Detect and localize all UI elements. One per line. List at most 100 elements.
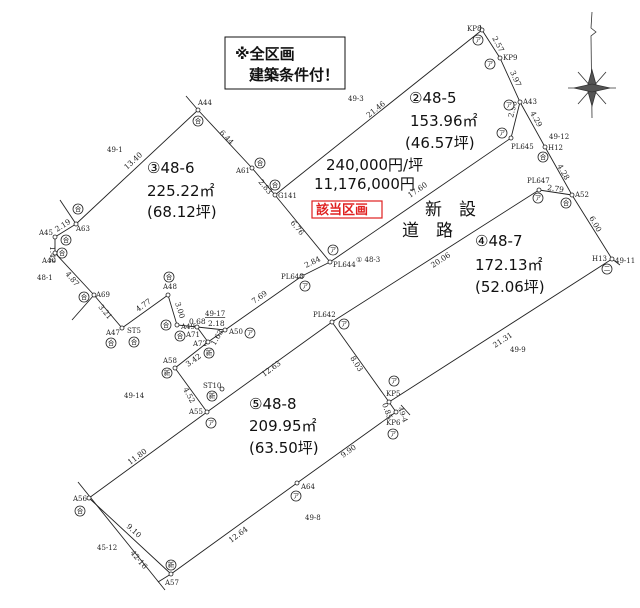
svg-text:45-12: 45-12 (97, 544, 117, 552)
svg-text:A63: A63 (75, 225, 90, 233)
svg-text:A56: A56 (72, 495, 88, 503)
svg-text:49-9: 49-9 (510, 346, 526, 354)
price-per-tsubo: 240,000円/坪 (326, 156, 423, 174)
svg-text:3.00: 3.00 (173, 301, 187, 320)
svg-text:2.19: 2.19 (53, 217, 72, 234)
svg-text:3.42: 3.42 (184, 352, 203, 369)
svg-text:ア: ア (499, 129, 506, 137)
svg-text:ア: ア (391, 377, 398, 385)
svg-text:4.52: 4.52 (181, 386, 197, 405)
svg-text:A47: A47 (105, 329, 120, 337)
svg-text:ア: ア (247, 329, 254, 337)
svg-text:A72: A72 (192, 340, 207, 348)
svg-text:0.68: 0.68 (189, 317, 206, 326)
svg-text:A50: A50 (228, 328, 243, 336)
svg-text:合: 合 (177, 331, 184, 340)
svg-text:49-1: 49-1 (107, 146, 123, 154)
svg-text:12.63: 12.63 (260, 359, 283, 379)
svg-text:4.29: 4.29 (528, 110, 544, 129)
svg-text:A69: A69 (95, 291, 110, 299)
svg-text:合: 合 (63, 235, 70, 244)
svg-text:(68.12坪): (68.12坪) (147, 203, 217, 221)
svg-text:H13: H13 (592, 255, 607, 263)
svg-text:A45: A45 (38, 229, 53, 237)
svg-text:9.10: 9.10 (125, 522, 144, 540)
svg-text:KP6: KP6 (386, 419, 401, 427)
svg-text:新: 新 (168, 560, 175, 569)
svg-text:PL645: PL645 (511, 143, 534, 151)
target-badge-box (311, 200, 383, 219)
svg-text:13.40: 13.40 (122, 150, 144, 171)
svg-text:8.03: 8.03 (348, 354, 365, 373)
svg-text:A71: A71 (185, 331, 200, 339)
svg-text:ア: ア (208, 419, 215, 427)
svg-text:4.28: 4.28 (555, 163, 571, 182)
svg-text:48-1: 48-1 (37, 274, 53, 282)
svg-text:20.06: 20.06 (429, 250, 452, 269)
svg-text:49-8: 49-8 (305, 514, 321, 522)
svg-text:49-3: 49-3 (348, 95, 364, 103)
svg-text:ア: ア (475, 36, 482, 44)
svg-text:合: 合 (195, 116, 202, 125)
svg-text:A64: A64 (300, 483, 316, 491)
svg-text:合: 合 (257, 158, 264, 167)
svg-text:ア: ア (390, 430, 397, 438)
boundary-markers: ア ア ア ア 合 ア 合 二 合 合 合 ア ア 合 合 合 合 合 合 合 … (56, 34, 613, 571)
svg-text:A55: A55 (188, 408, 203, 416)
svg-text:ア: ア (487, 60, 494, 68)
svg-text:0.85: 0.85 (380, 402, 394, 421)
svg-text:4.87: 4.87 (63, 270, 81, 289)
target-badge: 該当区画 (316, 202, 368, 218)
svg-text:H12: H12 (548, 144, 563, 152)
svg-text:KP8: KP8 (467, 25, 481, 33)
svg-text:新: 新 (164, 368, 171, 377)
svg-text:4.77: 4.77 (134, 297, 153, 314)
svg-text:PL644: PL644 (333, 261, 356, 269)
svg-text:(63.50坪): (63.50坪) (249, 439, 319, 457)
svg-text:6.76: 6.76 (288, 219, 306, 238)
svg-text:49-14: 49-14 (124, 392, 145, 400)
svg-text:②48-5: ②48-5 (409, 89, 457, 107)
lot-1-label: ① 48-3 (356, 256, 380, 264)
svg-text:6.44: 6.44 (218, 128, 236, 147)
svg-text:49-11: 49-11 (615, 257, 635, 265)
svg-text:A57: A57 (164, 579, 179, 587)
svg-text:KP5: KP5 (386, 390, 400, 398)
svg-text:二: 二 (604, 265, 611, 273)
svg-text:合: 合 (563, 198, 570, 207)
svg-text:PL642: PL642 (313, 311, 336, 319)
lot-3: ③48-6 225.22㎡ (68.12坪) (147, 159, 217, 221)
svg-text:ア: ア (341, 320, 348, 328)
svg-text:A48: A48 (162, 283, 177, 291)
svg-text:2.79: 2.79 (547, 183, 565, 194)
svg-text:A43: A43 (522, 98, 537, 106)
svg-text:A61: A61 (235, 167, 250, 175)
svg-text:ア: ア (535, 194, 542, 202)
svg-text:合: 合 (75, 204, 82, 213)
svg-text:A46: A46 (41, 257, 57, 265)
svg-text:21.46: 21.46 (365, 99, 388, 120)
svg-text:225.22㎡: 225.22㎡ (147, 182, 215, 200)
lot-5: ⑤48-8 209.95㎡ (63.50坪) (249, 395, 319, 457)
svg-text:7.69: 7.69 (250, 289, 269, 306)
svg-text:合: 合 (108, 338, 115, 347)
svg-text:③48-6: ③48-6 (147, 159, 195, 177)
svg-text:KP9: KP9 (503, 54, 517, 62)
price-total: 11,176,000円 (314, 175, 415, 193)
svg-text:④48-7: ④48-7 (475, 232, 523, 250)
svg-text:ア: ア (330, 246, 337, 254)
svg-text:A52: A52 (574, 191, 589, 199)
svg-text:2.18: 2.18 (208, 319, 225, 328)
dimension-labels: 2.57 3.97 21.46 2.96 4.29 4.28 17.60 2.7… (48, 35, 604, 571)
svg-text:合: 合 (81, 292, 88, 301)
survey-points (52, 27, 615, 577)
neighbor-parcels: 49-1 49-3 49-12 49-11 48-1 49-14 49-9 49… (37, 95, 635, 552)
svg-text:(46.57坪): (46.57坪) (405, 134, 475, 152)
svg-text:9.90: 9.90 (339, 443, 358, 460)
svg-text:A44: A44 (197, 99, 213, 107)
svg-text:合: 合 (131, 337, 138, 346)
svg-text:3.21: 3.21 (96, 303, 114, 322)
svg-text:12.64: 12.64 (227, 525, 250, 545)
svg-text:42-16: 42-16 (128, 549, 149, 572)
